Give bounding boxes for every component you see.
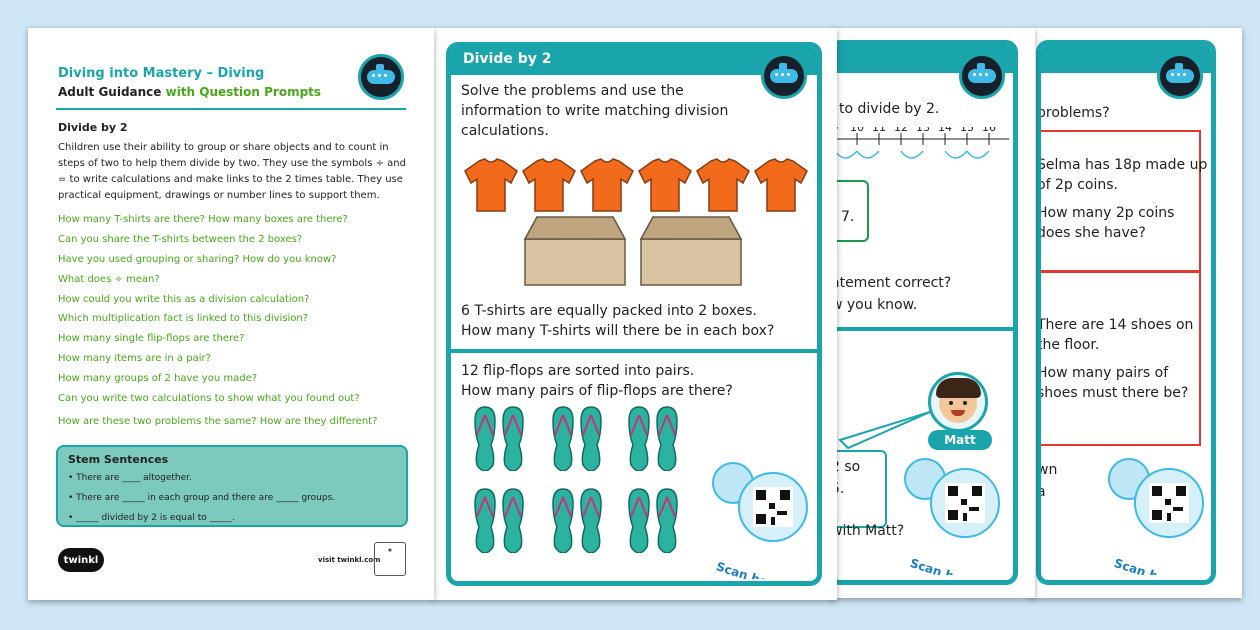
title-rule <box>56 108 406 110</box>
quality-stamp-icon: ★ <box>374 542 406 576</box>
activity-card: Divide by 2 Solve the problems and use t… <box>446 42 822 586</box>
flip-flop-icon <box>628 406 650 471</box>
problem-box-2 <box>1041 271 1201 446</box>
number-line-label: 10 <box>850 127 864 134</box>
worksheet-page-2: to divide by 2. 910111213141516 7. ateme… <box>830 28 1035 598</box>
card-2-line1: to divide by 2. <box>839 101 940 117</box>
number-line-label: 16 <box>982 127 996 134</box>
stem-title: Stem Sentences <box>68 453 169 466</box>
t-shirt-icon <box>464 158 518 212</box>
number-line: 910111213141516 <box>833 127 1009 159</box>
cardboard-box <box>639 215 743 286</box>
scan-help-qr[interactable]: Scan here for help! <box>711 459 821 579</box>
instructions: Solve the problems and use the informati… <box>461 83 729 139</box>
flip-flop-icon <box>656 406 678 471</box>
number-line-label: 15 <box>960 127 974 134</box>
guidance-subtitle: Adult Guidance with Question Prompts <box>58 85 322 99</box>
question-prompt: How are these two problems the same? How… <box>58 416 378 427</box>
flip-flop-icon <box>474 488 496 553</box>
question-2: 12 flip-flops are sorted into pairs. How… <box>461 363 733 399</box>
question-prompt: Can you share the T-shirts between the 2… <box>58 234 303 245</box>
t-shirt-icon <box>696 158 750 212</box>
flip-flop-icon <box>580 406 602 471</box>
scan-help-qr[interactable]: Scan here for help! <box>1107 455 1216 575</box>
problem-box-1 <box>1041 130 1201 272</box>
question-prompt: Can you write two calculations to show w… <box>58 393 360 404</box>
speech-pointer <box>838 411 931 450</box>
question-prompt: Which multiplication fact is linked to t… <box>58 313 309 324</box>
question-prompt: How many single flip-flops are there? <box>58 333 245 344</box>
flip-flop-icon <box>552 406 574 471</box>
flip-flop-icon <box>552 488 574 553</box>
flip-flop-icon <box>656 488 678 553</box>
card-2-frame: to divide by 2. 910111213141516 7. ateme… <box>830 40 1018 585</box>
scan-help-label: Scan here for help! <box>1112 556 1216 575</box>
answer-box <box>833 180 869 242</box>
t-shirt-icon <box>580 158 634 212</box>
stem-line: • _____ divided by 2 is equal to _____. <box>68 513 236 523</box>
visit-link[interactable]: visit twinkl.com <box>318 556 381 564</box>
number-line-label: 11 <box>872 127 886 134</box>
card-2-divider <box>833 327 1013 331</box>
t-shirt-icon <box>638 158 692 212</box>
flip-flop-icon <box>580 488 602 553</box>
card-3-line1: problems? <box>1037 105 1110 121</box>
scan-help-label: Scan here for help! <box>714 559 821 579</box>
stem-line: • There are _____ in each group and ther… <box>68 493 336 503</box>
card-2-fragment-4: 2 so <box>831 459 861 475</box>
card-2-fragment-3: w you know. <box>831 297 918 313</box>
matt-avatar <box>928 372 988 432</box>
question-prompt: How many T-shirts are there? How many bo… <box>58 214 348 225</box>
submarine-icon <box>959 53 1005 99</box>
submarine-icon <box>358 54 404 100</box>
scan-help-label: Scan here for help! <box>908 556 1013 575</box>
stem-sentences-box: Stem Sentences • There are ____ altogeth… <box>56 445 408 527</box>
submarine-icon <box>761 53 807 99</box>
speech-bubble <box>833 450 887 528</box>
question-prompt: What does ÷ mean? <box>58 274 160 285</box>
t-shirt-icon <box>754 158 808 212</box>
card-title: Divide by 2 <box>463 51 552 67</box>
cardboard-box <box>523 215 627 286</box>
question-prompt: How many items are in a pair? <box>58 353 211 364</box>
card-3-fragment-1: wn <box>1037 462 1058 478</box>
t-shirt-icon <box>522 158 576 212</box>
matt-name-tag: Matt <box>928 430 992 450</box>
question-prompt: How could you write this as a division c… <box>58 294 310 305</box>
question-1: 6 T-shirts are equally packed into 2 box… <box>461 303 775 339</box>
flip-flop-icon <box>474 406 496 471</box>
twinkl-logo: twinkl <box>58 548 104 572</box>
card-2-fragment-2: atement correct? <box>831 275 952 291</box>
guidance-paragraph: Children use their ability to group or s… <box>58 142 406 201</box>
card-2-fragment-5: 5. <box>831 481 845 497</box>
card-divider <box>451 349 817 353</box>
guidance-heading: Divide by 2 <box>58 121 128 134</box>
number-line-label: 12 <box>894 127 908 134</box>
submarine-icon <box>1157 53 1203 99</box>
stem-line: • There are ____ altogether. <box>68 473 192 483</box>
number-line-label: 14 <box>938 127 952 134</box>
flip-flop-icon <box>502 488 524 553</box>
question-prompt: How many groups of 2 have you made? <box>58 373 258 384</box>
card-2-fragment-1: 7. <box>841 209 855 225</box>
number-line-label: 13 <box>916 127 930 134</box>
adult-guidance-page: Diving into Mastery – Diving Adult Guida… <box>28 28 434 600</box>
card-3-fragment-2: a <box>1037 484 1046 500</box>
card-header <box>451 47 817 75</box>
worksheet-page-1: Divide by 2 Solve the problems and use t… <box>432 28 837 600</box>
scan-help-qr[interactable]: Scan here for help! <box>903 455 1013 575</box>
flip-flop-icon <box>502 406 524 471</box>
card-2-fragment-6: with Matt? <box>831 523 905 539</box>
flip-flop-icon <box>628 488 650 553</box>
guidance-title: Diving into Mastery – Diving <box>58 66 265 81</box>
question-prompt: Have you used grouping or sharing? How d… <box>58 254 337 265</box>
